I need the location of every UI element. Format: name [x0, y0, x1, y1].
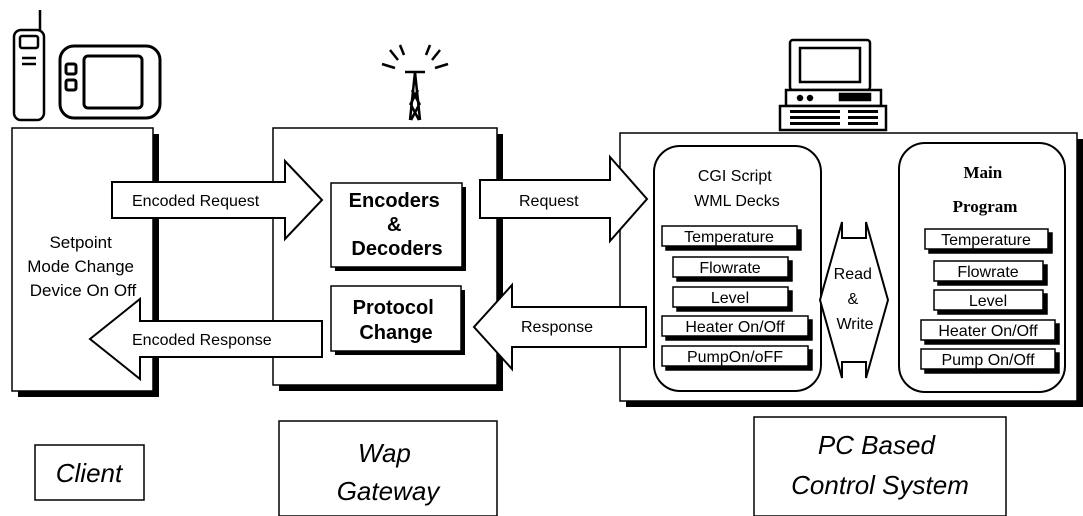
client-command-line: Setpoint [49, 233, 112, 252]
main-title-line: Main [964, 163, 1003, 182]
cgi-item-level: Level [672, 286, 793, 312]
main-item-heater: Heater On/Off [920, 319, 1060, 345]
gateway-label-box: Wap Gateway [278, 420, 498, 516]
svg-text:Protocol Change: Protocol Change [353, 297, 440, 344]
cgi-title-line: WML Decks [694, 193, 780, 210]
main-item-pump: Pump On/Off [920, 348, 1060, 374]
response-arrow: Response [472, 282, 647, 372]
svg-text:Flowrate: Flowrate [699, 260, 760, 277]
protocol-change-box: Protocol Change [330, 285, 465, 355]
cgi-item-flowrate: Flowrate [672, 256, 793, 282]
svg-text:Heater On/Off: Heater On/Off [938, 323, 1038, 340]
cgi-item-temperature: Temperature [661, 225, 802, 251]
main-title-line: Program [953, 197, 1018, 216]
svg-text:Wap Gateway: Wap Gateway [337, 438, 442, 506]
svg-text:CGI Script WML Decks: CGI Script WML Decks [694, 168, 780, 210]
client-label-box: Client [34, 444, 145, 501]
protocol-line: Protocol [353, 297, 434, 319]
svg-text:PumpOn/oFF: PumpOn/oFF [687, 349, 783, 366]
svg-text:Flowrate: Flowrate [957, 264, 1018, 281]
desktop-computer-icon [778, 38, 888, 132]
cgi-item-pump: PumpOn/oFF [661, 345, 813, 371]
mobile-phone-icon [12, 10, 46, 122]
read-write-arrow: Read & Write [818, 221, 890, 379]
svg-text:Level: Level [969, 293, 1007, 310]
svg-text:PC Based Control System: PC Based Control System [791, 430, 969, 500]
svg-text:Response: Response [521, 319, 593, 336]
client-label: Client [56, 458, 124, 488]
gateway-label-line: Gateway [337, 476, 442, 506]
pc-label-line: Control System [791, 470, 969, 500]
pda-icon [58, 44, 162, 120]
encoded-response-arrow: Encoded Response [88, 296, 323, 382]
request-arrow: Request [479, 154, 649, 244]
svg-text:Level: Level [711, 290, 749, 307]
encoders-line: & [387, 214, 401, 236]
svg-text:Pump On/Off: Pump On/Off [941, 352, 1035, 369]
encoders-line: Decoders [351, 238, 442, 260]
client-commands: Setpoint Mode Change Device On Off [27, 233, 139, 300]
main-item-temperature: Temperature [924, 228, 1053, 254]
encoders-decoders-box: Encoders & Decoders [330, 182, 466, 271]
svg-text:Encoded Response: Encoded Response [132, 332, 272, 349]
encoded-request-arrow: Encoded Request [111, 158, 324, 242]
read-write-line: Read [834, 266, 872, 283]
svg-text:Main Program: Main Program [953, 163, 1018, 216]
svg-text:Temperature: Temperature [941, 232, 1031, 249]
client-command-line: Mode Change [27, 257, 134, 276]
client-command-line: Device On Off [30, 281, 137, 300]
read-write-line: & [847, 291, 858, 308]
pc-label-line: PC Based [818, 430, 937, 460]
svg-text:Read & Write: Read & Write [834, 266, 877, 333]
gateway-label-line: Wap [358, 438, 411, 468]
svg-text:Encoded Request: Encoded Request [132, 193, 260, 210]
read-write-line: Write [836, 316, 873, 333]
main-item-level: Level [933, 289, 1048, 315]
protocol-line: Change [359, 322, 432, 344]
cgi-items: Temperature Flowrate Level Heater On/Off… [661, 225, 813, 371]
svg-text:Heater On/Off: Heater On/Off [685, 319, 785, 336]
svg-text:Request: Request [519, 193, 579, 210]
svg-text:Encoders & Decoder: Encoders & Decoders [349, 190, 446, 260]
cgi-item-heater: Heater On/Off [661, 315, 813, 341]
cgi-title-line: CGI Script [698, 168, 772, 185]
main-items: Temperature Flowrate Level Heater On/Off… [920, 228, 1060, 374]
pc-label-box: PC Based Control System [753, 416, 1007, 516]
encoders-line: Encoders [349, 190, 440, 212]
main-item-flowrate: Flowrate [933, 260, 1048, 286]
antenna-tower-icon [381, 44, 449, 121]
svg-text:Temperature: Temperature [684, 229, 774, 246]
